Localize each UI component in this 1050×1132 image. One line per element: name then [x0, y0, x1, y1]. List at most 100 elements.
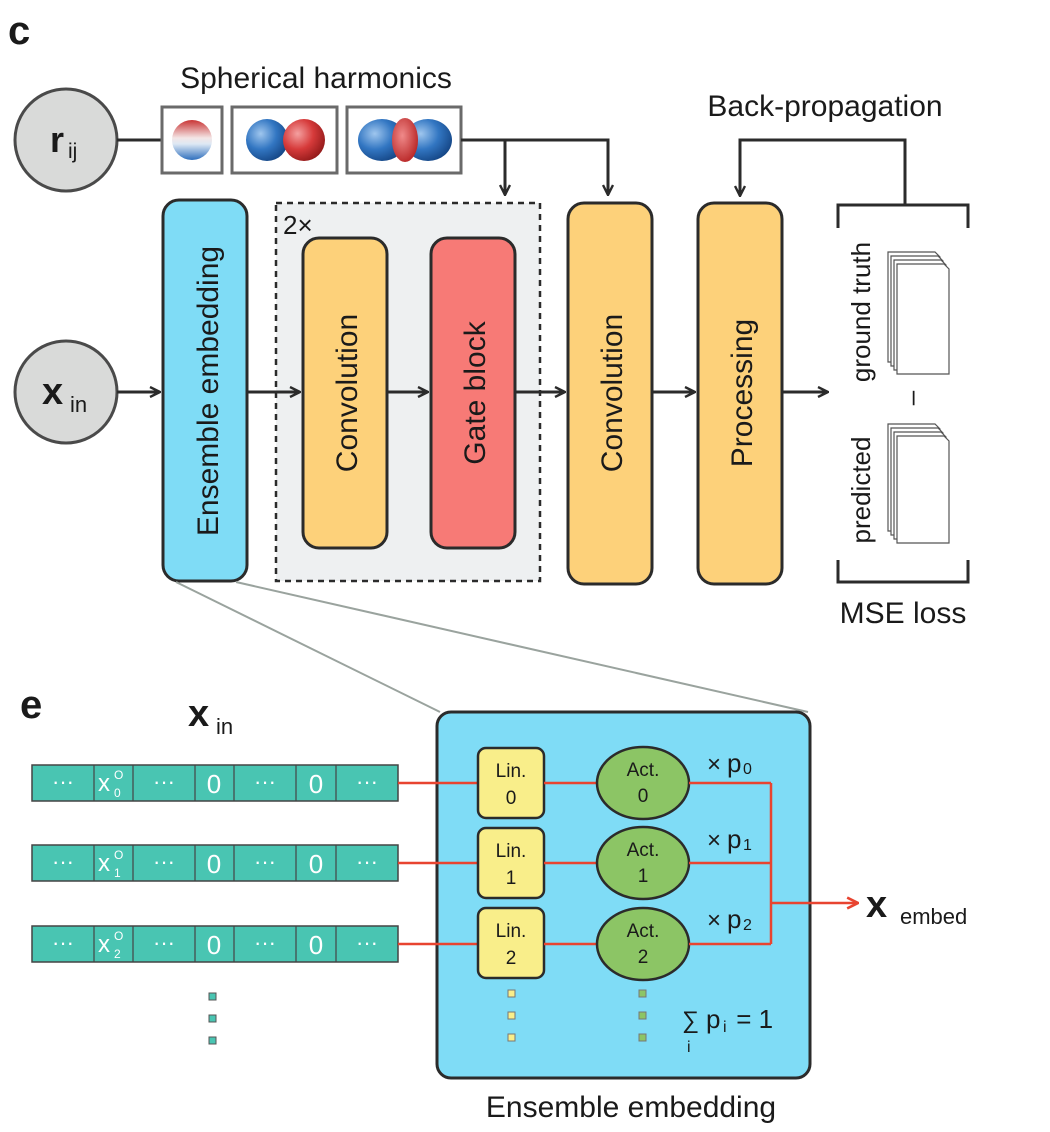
- zoom-line-right: [235, 581, 809, 713]
- act-block-2: Act. 2: [595, 906, 691, 982]
- convolution-1-label: Convolution: [331, 314, 364, 472]
- weight-0-sub: 0: [743, 761, 752, 778]
- weight-2-sub: 2: [743, 917, 752, 934]
- sum-p-sub: i: [723, 1019, 727, 1036]
- spherical-harmonics-label: Spherical harmonics: [180, 62, 452, 95]
- gate-block-label: Gate block: [459, 320, 492, 464]
- xin-sub: in: [70, 392, 87, 417]
- ensemble-embedding-label: Ensemble embedding: [192, 246, 225, 536]
- predicted-label: predicted: [846, 437, 876, 544]
- rij-sub: ij: [68, 140, 77, 163]
- loss-bracket-top: [836, 203, 970, 228]
- row1-dots-3: ···: [254, 849, 276, 874]
- sum-index: i: [687, 1039, 691, 1056]
- predicted-pages-icon: [887, 423, 950, 544]
- harmonics-to-convolution-arrow: [461, 138, 608, 195]
- weight-1-sub: 1: [743, 837, 752, 854]
- row0-dots-1: ···: [52, 769, 74, 794]
- sum-constraint: ∑ i p i = 1: [682, 1004, 773, 1056]
- row2-zero-1: 0: [207, 930, 221, 960]
- sum-eq: = 1: [729, 1004, 773, 1034]
- weight-1-p: p: [727, 824, 741, 854]
- backprop-arrow: [740, 138, 907, 205]
- ensemble-embedding-detail-title: Ensemble embedding: [486, 1091, 776, 1124]
- mse-loss-label: MSE loss: [840, 597, 967, 630]
- row0-dots-3: ···: [254, 769, 276, 794]
- row2-dots-4: ···: [356, 930, 378, 955]
- ground-truth-pages-icon: [887, 251, 950, 375]
- lin-0-name: Lin.: [496, 761, 527, 782]
- act-1-idx: 1: [638, 866, 649, 887]
- row1-dots-4: ···: [356, 849, 378, 874]
- lin-block-2: Lin. 2: [476, 906, 546, 980]
- convolution-block-2: Convolution: [566, 201, 654, 586]
- row0-dots-2: ···: [153, 769, 175, 794]
- weight-p1: × p 1: [707, 824, 752, 854]
- weight-p2: × p 2: [707, 904, 752, 934]
- rij-node: r ij: [13, 87, 119, 193]
- row2-zero-2: 0: [309, 930, 323, 960]
- act-to-sum-connectors: [689, 781, 773, 946]
- row1-x-sub: 1: [114, 866, 121, 880]
- xembed-base: x: [866, 884, 887, 926]
- act-2-name: Act.: [627, 921, 660, 942]
- lin-block-0: Lin. 0: [476, 746, 546, 820]
- harmonic-l1-box: [230, 105, 339, 175]
- gate-block: Gate block: [429, 236, 517, 550]
- row1-x-sup: O: [114, 848, 123, 862]
- act-0-idx: 0: [638, 786, 649, 807]
- orbital-d-center-lobe-icon: [392, 118, 418, 162]
- repeat-label: 2×: [283, 210, 313, 240]
- lin-1-idx: 1: [506, 868, 517, 889]
- harmonic-l0-box: [160, 105, 224, 175]
- weight-2-p: p: [727, 904, 741, 934]
- ensemble-embedding-block: Ensemble embedding: [161, 198, 249, 583]
- harmonic-l2-box: [345, 105, 463, 175]
- loss-bracket-bottom: [836, 560, 970, 584]
- row0-zero-2: 0: [309, 769, 323, 799]
- ground-truth-label: ground truth: [846, 242, 876, 382]
- convolution-block-1: Convolution: [301, 236, 389, 550]
- input-vector-row-0: ··· x O 0 ··· 0 ··· 0 ···: [31, 764, 399, 802]
- row2-dots-2: ···: [153, 930, 175, 955]
- orbital-sphere-icon: [172, 120, 212, 160]
- lin-2-name: Lin.: [496, 921, 527, 942]
- weight-2-times: ×: [707, 907, 721, 934]
- act-block-1: Act. 1: [595, 825, 691, 901]
- row1-dots-1: ···: [52, 849, 74, 874]
- lin-2-idx: 2: [506, 948, 517, 969]
- panel-c-label: c: [8, 9, 30, 53]
- row1-dots-2: ···: [153, 849, 175, 874]
- row0-dots-4: ···: [356, 769, 378, 794]
- row0-zero-1: 0: [207, 769, 221, 799]
- rij-base: r: [50, 119, 64, 160]
- weight-p0: × p 0: [707, 748, 752, 778]
- sum-p: p: [706, 1004, 720, 1034]
- weight-0-p: p: [727, 748, 741, 778]
- row2-x: x: [98, 931, 110, 958]
- row2-dots-1: ···: [52, 930, 74, 955]
- act-block-0: Act. 0: [595, 745, 691, 821]
- panel-e-label: e: [20, 683, 42, 727]
- row-to-lin-connectors: [398, 781, 478, 946]
- xembed-sub: embed: [900, 904, 967, 929]
- input-vector-row-1: ··· x O 1 ··· 0 ··· 0 ···: [31, 844, 399, 882]
- orbital-red-lobe-icon: [283, 119, 325, 161]
- input-vector-row-2: ··· x O 2 ··· 0 ··· 0 ···: [31, 925, 399, 963]
- row0-x-sup: O: [114, 768, 123, 782]
- processing-block: Processing: [696, 201, 784, 586]
- backprop-label: Back-propagation: [707, 90, 942, 123]
- xin-base: x: [42, 371, 63, 413]
- row0-x-sub: 0: [114, 786, 121, 800]
- panel-e-xin-base: x: [188, 693, 209, 735]
- row0-x: x: [98, 770, 110, 797]
- zoom-line-left: [175, 581, 441, 713]
- weight-1-times: ×: [707, 827, 721, 854]
- xin-node: x in: [13, 339, 119, 445]
- row1-zero-1: 0: [207, 849, 221, 879]
- weight-0-times: ×: [707, 751, 721, 778]
- lin-ellipsis: [507, 989, 516, 1042]
- row2-x-sup: O: [114, 929, 123, 943]
- row2-x-sub: 2: [114, 947, 121, 961]
- row1-x: x: [98, 850, 110, 877]
